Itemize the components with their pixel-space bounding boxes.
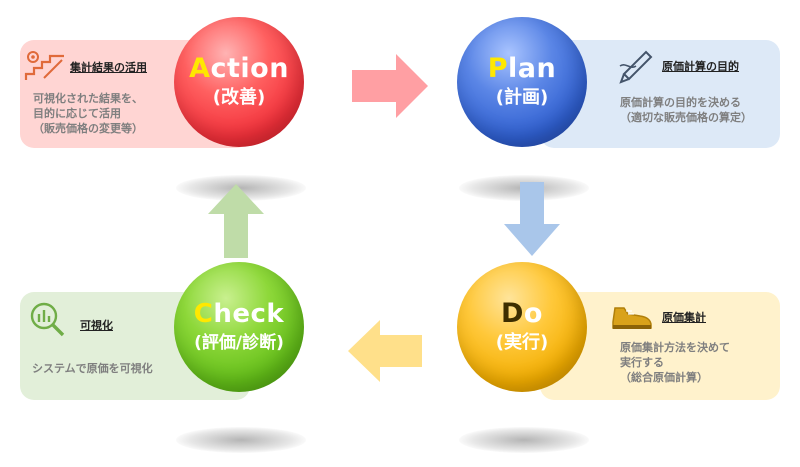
check-shadow: [176, 427, 306, 453]
check-label: Check: [193, 299, 285, 329]
plan-panel-title: 原価計算の目的: [662, 60, 739, 73]
do-shadow: [459, 427, 589, 453]
action-circle: Action (改善): [174, 17, 304, 147]
arrow-down: [504, 182, 560, 256]
action-panel-title: 集計結果の活用: [70, 61, 147, 74]
check-sublabel: (評価/診断): [194, 333, 284, 353]
check-panel-text: システムで原価を可視化: [32, 362, 153, 375]
check-panel-title: 可視化: [80, 319, 113, 332]
do-sublabel: (実行): [495, 332, 549, 353]
magnifier-chart-icon: [30, 302, 65, 337]
arrow-right: [352, 54, 428, 118]
plan-panel-text: 原価計算の目的を決める （適切な販売価格の算定）: [620, 96, 752, 124]
plan-circle: Plan (計画): [457, 17, 587, 147]
plan-sublabel: (計画): [495, 87, 549, 108]
pen-icon: [619, 50, 653, 84]
arrow-left: [348, 320, 422, 382]
do-circle: Do (実行): [457, 262, 587, 392]
shoe-icon: [612, 307, 652, 329]
do-panel-text: 原価集計方法を決めて 実行する （総合原価計算）: [620, 341, 730, 384]
action-panel-text: 可視化された結果を、 目的に応じて活用 （販売価格の変更等）: [33, 92, 143, 135]
action-label: Action: [189, 53, 289, 84]
stairs-gear-icon: [24, 51, 64, 80]
plan-label: Plan: [487, 53, 557, 84]
action-sublabel: (改善): [212, 87, 266, 108]
do-panel-title: 原価集計: [662, 311, 706, 324]
check-circle: Check (評価/診断): [174, 262, 304, 392]
arrow-up: [208, 184, 264, 258]
do-label: Do: [501, 298, 543, 329]
